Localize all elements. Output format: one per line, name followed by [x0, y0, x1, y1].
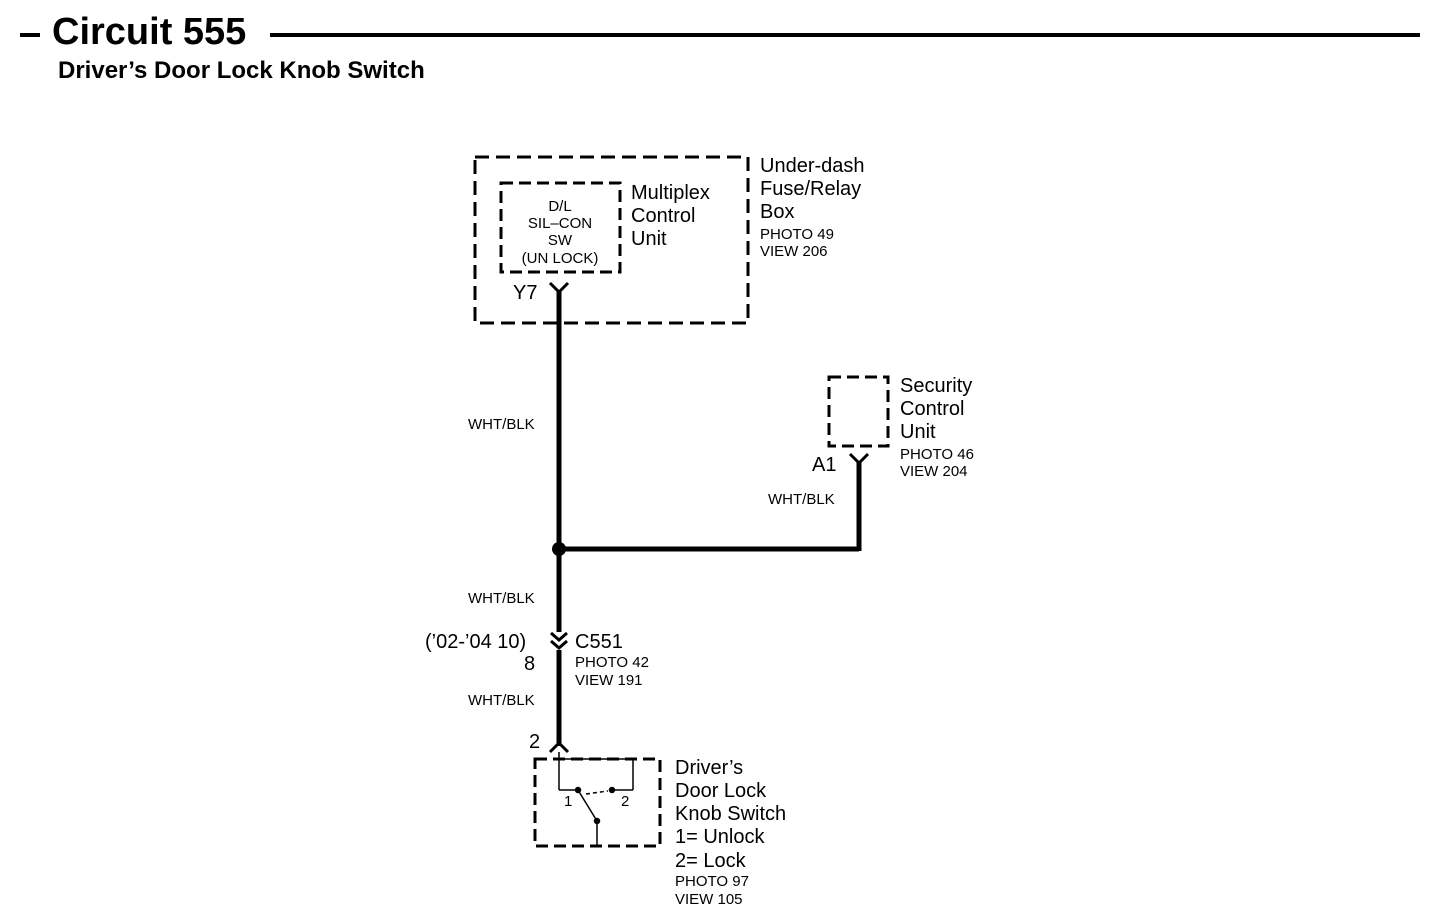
security-name-line-3: Unit: [900, 421, 936, 443]
wire-label-upper: WHT/BLK: [468, 416, 535, 433]
security-name-line-1: Security: [900, 375, 973, 397]
a1-terminal: [848, 452, 870, 466]
c551-view: VIEW 191: [575, 672, 643, 689]
pin-y7: Y7: [513, 282, 538, 304]
multiplex-name-line-3: Unit: [631, 228, 667, 250]
door-switch-view: VIEW 105: [675, 891, 743, 908]
door-switch-symbol: [558, 752, 634, 846]
fuse-box-photo: PHOTO 49: [760, 226, 834, 243]
c551-pin: 8: [524, 653, 536, 675]
multiplex-name-line-2: Control: [631, 205, 696, 227]
dl-switch-line-3: SW: [547, 232, 573, 249]
fuse-box-view: VIEW 206: [760, 243, 828, 260]
door-switch-name-line-3: Knob Switch: [675, 803, 787, 825]
switch-pin-terminal: [548, 740, 570, 754]
c551-connector-upper: [550, 631, 568, 642]
door-switch-name-line-4: 1= Unlock: [675, 826, 765, 848]
security-photo: PHOTO 46: [900, 446, 974, 463]
wire-label-middle: WHT/BLK: [468, 590, 535, 607]
dl-switch-line-4: (UN LOCK): [521, 250, 599, 267]
door-switch-name-line-2: Door Lock: [675, 780, 767, 802]
fuse-box-name-line-1: Under-dash: [760, 155, 865, 177]
fuse-box-name-line-2: Fuse/Relay: [760, 178, 862, 200]
page-title: Circuit 555: [52, 11, 247, 53]
switch-contact-2: 2: [621, 793, 630, 810]
pin-switch-2: 2: [529, 731, 541, 753]
door-switch-photo: PHOTO 97: [675, 873, 749, 890]
dl-switch-box-outline: [499, 181, 622, 274]
security-name-line-2: Control: [900, 398, 965, 420]
door-switch-name-line-5: 2= Lock: [675, 850, 746, 872]
security-unit-outline: [827, 375, 890, 448]
c551-connector-lower: [550, 639, 568, 650]
door-switch-name-line-1: Driver’s: [675, 757, 744, 779]
pin-a1: A1: [812, 454, 837, 476]
page-subtitle: Driver’s Door Lock Knob Switch: [58, 57, 425, 84]
wire-label-security: WHT/BLK: [768, 491, 835, 508]
security-view: VIEW 204: [900, 463, 968, 480]
fuse-box-name-line-3: Box: [760, 201, 795, 223]
title-rule: [270, 33, 1420, 37]
multiplex-name-line-1: Multiplex: [631, 182, 710, 204]
c551-name: C551: [575, 631, 623, 653]
dl-switch-line-1: D/L: [548, 198, 572, 215]
c551-photo: PHOTO 42: [575, 654, 649, 671]
title-dash: [20, 33, 40, 37]
wire-label-lower: WHT/BLK: [468, 692, 535, 709]
switch-contact-1: 1: [564, 793, 573, 810]
c551-qualifier: (’02-’04 10): [425, 631, 527, 653]
dl-switch-line-2: SIL–CON: [527, 215, 593, 232]
fuse-relay-box-outline: [473, 155, 750, 325]
